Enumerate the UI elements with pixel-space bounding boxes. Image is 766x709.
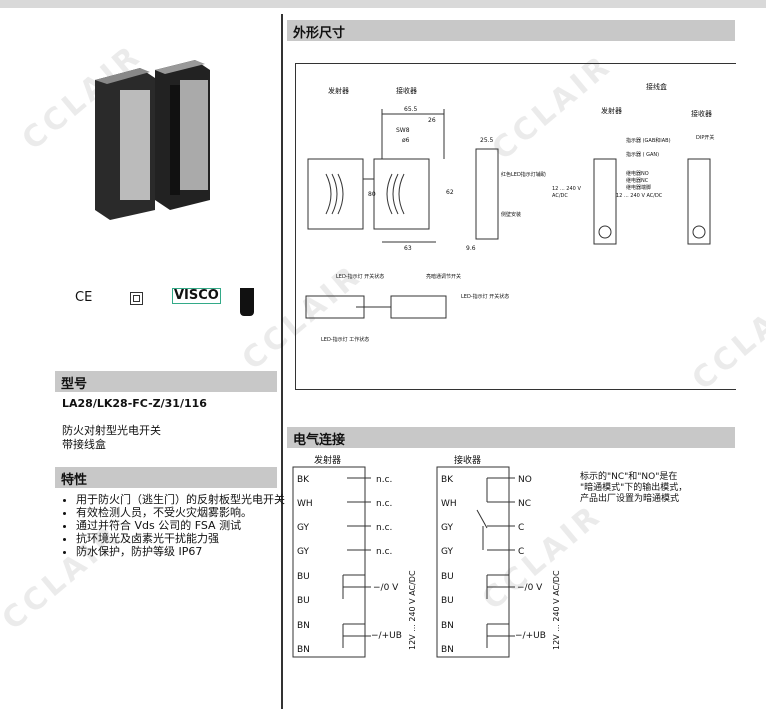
- svg-text:n.c.: n.c.: [376, 499, 392, 509]
- svg-text:25.5: 25.5: [480, 137, 494, 144]
- svg-text:12 ... 240 V AC/DC: 12 ... 240 V AC/DC: [616, 193, 663, 199]
- svg-text:NC: NC: [518, 499, 531, 509]
- double-insulation-icon: [130, 292, 143, 305]
- svg-text:WH: WH: [441, 499, 457, 509]
- svg-text:SW8: SW8: [396, 127, 410, 134]
- approval-mark-icon: [240, 288, 254, 316]
- svg-text:继电器端脚: 继电器端脚: [626, 184, 651, 191]
- svg-text:−/+UB: −/+UB: [371, 631, 402, 641]
- svg-text:继电器NO: 继电器NO: [626, 170, 649, 177]
- svg-text:63: 63: [404, 245, 412, 252]
- svg-text:BU: BU: [441, 596, 454, 606]
- ce-mark: CE: [75, 290, 93, 305]
- svg-text:n.c.: n.c.: [376, 547, 392, 557]
- svg-text:BN: BN: [297, 645, 310, 655]
- svg-text:C: C: [518, 547, 524, 557]
- svg-text:接收器: 接收器: [454, 454, 481, 466]
- svg-text:BU: BU: [297, 572, 310, 582]
- svg-text:LED-指示灯 开关状态: LED-指示灯 开关状态: [336, 273, 384, 280]
- svg-text:12V ... 240 V AC/DC: 12V ... 240 V AC/DC: [408, 570, 417, 650]
- feature-list: 用于防火门（逃生门）的反射板型光电开关 有效检测人员，不受火灾烟雾影响。 通过并…: [62, 493, 291, 558]
- top-bar: [0, 0, 766, 8]
- feature-item: 有效检测人员，不受火灾烟雾影响。: [76, 506, 291, 519]
- note-line: 标示的"NC"和"NO"是在: [580, 472, 678, 482]
- svg-text:−/0 V: −/0 V: [517, 583, 543, 593]
- svg-text:发射器: 发射器: [601, 106, 622, 115]
- section-header-model: 型号: [55, 371, 277, 392]
- svg-text:侧壁安装: 侧壁安装: [501, 211, 521, 218]
- svg-text:亮暗通调节开关: 亮暗通调节开关: [426, 273, 461, 280]
- note-line: 产品出厂设置为暗通模式: [580, 494, 680, 504]
- svg-text:BN: BN: [441, 621, 454, 631]
- svg-text:WH: WH: [297, 499, 313, 509]
- svg-text:−/0 V: −/0 V: [373, 583, 399, 593]
- product-desc: 带接线盒: [62, 438, 106, 451]
- svg-text:指示器 (GAB和IAB): 指示器 (GAB和IAB): [626, 137, 671, 144]
- feature-item: 抗环境光及卤素光干扰能力强: [76, 532, 291, 545]
- section-header-dimensions: 外形尺寸: [287, 20, 735, 41]
- svg-text:接收器: 接收器: [691, 109, 712, 118]
- wiring-diagrams: 发射器 BK WH GY GY BU BU BN BN n.c. n.c. n.c. n.c…: [292, 454, 561, 658]
- svg-text:12V ... 240 V AC/DC: 12V ... 240 V AC/DC: [552, 570, 561, 650]
- section-header-features: 特性: [55, 467, 277, 488]
- svg-text:NO: NO: [518, 475, 532, 485]
- svg-text:26: 26: [428, 117, 436, 124]
- product-photo: [95, 60, 210, 220]
- svg-text:LED-指示灯 工作状态: LED-指示灯 工作状态: [321, 336, 369, 343]
- svg-text:62: 62: [446, 189, 454, 196]
- svg-text:GY: GY: [441, 523, 454, 533]
- svg-text:12 ... 240 V: 12 ... 240 V: [552, 186, 581, 192]
- section-header-connection: 电气连接: [287, 427, 735, 448]
- svg-text:80: 80: [368, 191, 376, 198]
- svg-text:n.c.: n.c.: [376, 523, 392, 533]
- feature-item: 用于防火门（逃生门）的反射板型光电开关: [76, 493, 291, 506]
- svg-text:65.5: 65.5: [404, 106, 418, 113]
- svg-text:9.6: 9.6: [466, 245, 476, 252]
- svg-text:红色LED指示灯辅助: 红色LED指示灯辅助: [501, 171, 546, 178]
- svg-text:BU: BU: [297, 596, 310, 606]
- svg-text:LED-指示灯 开关状态: LED-指示灯 开关状态: [461, 293, 509, 300]
- svg-text:ø6: ø6: [402, 137, 410, 144]
- product-desc: 防火对射型光电开关: [62, 424, 161, 437]
- column-divider: [281, 14, 283, 709]
- dimension-drawing: 发射器 接收器 65.5 26 SW8 ø6 25.5 80 63 9.6 62…: [295, 63, 736, 390]
- svg-text:BK: BK: [441, 475, 454, 485]
- svg-text:BN: BN: [297, 621, 310, 631]
- note-line: "暗通模式"下的输出模式，: [580, 483, 688, 493]
- svg-text:−/+UB: −/+UB: [515, 631, 546, 641]
- svg-text:GY: GY: [297, 523, 310, 533]
- label-receiver: 接收器: [396, 86, 417, 95]
- svg-text:BN: BN: [441, 645, 454, 655]
- svg-text:指示器 ( GAN): 指示器 ( GAN): [626, 151, 659, 158]
- svg-text:发射器: 发射器: [314, 454, 341, 466]
- feature-item: 防水保护，防护等级 IP67: [76, 545, 291, 558]
- model-number: LA28/LK28-FC-Z/31/116: [62, 397, 207, 410]
- svg-text:继电器NC: 继电器NC: [626, 177, 649, 184]
- svg-text:GY: GY: [297, 547, 310, 557]
- svg-text:n.c.: n.c.: [376, 475, 392, 485]
- svg-text:GY: GY: [441, 547, 454, 557]
- wiring-note: 标示的"NC"和"NO"是在 "暗通模式"下的输出模式， 产品出厂设置为暗通模式: [580, 472, 687, 505]
- svg-text:BU: BU: [441, 572, 454, 582]
- label-emitter: 发射器: [328, 86, 349, 95]
- svg-text:AC/DC: AC/DC: [552, 193, 568, 199]
- svg-text:DIP开关: DIP开关: [696, 134, 714, 141]
- visco-logo: VISCO: [172, 288, 221, 304]
- feature-item: 通过并符合 Vds 公司的 FSA 测试: [76, 519, 291, 532]
- svg-text:C: C: [518, 523, 524, 533]
- svg-text:接线盒: 接线盒: [646, 82, 667, 91]
- svg-text:BK: BK: [297, 475, 310, 485]
